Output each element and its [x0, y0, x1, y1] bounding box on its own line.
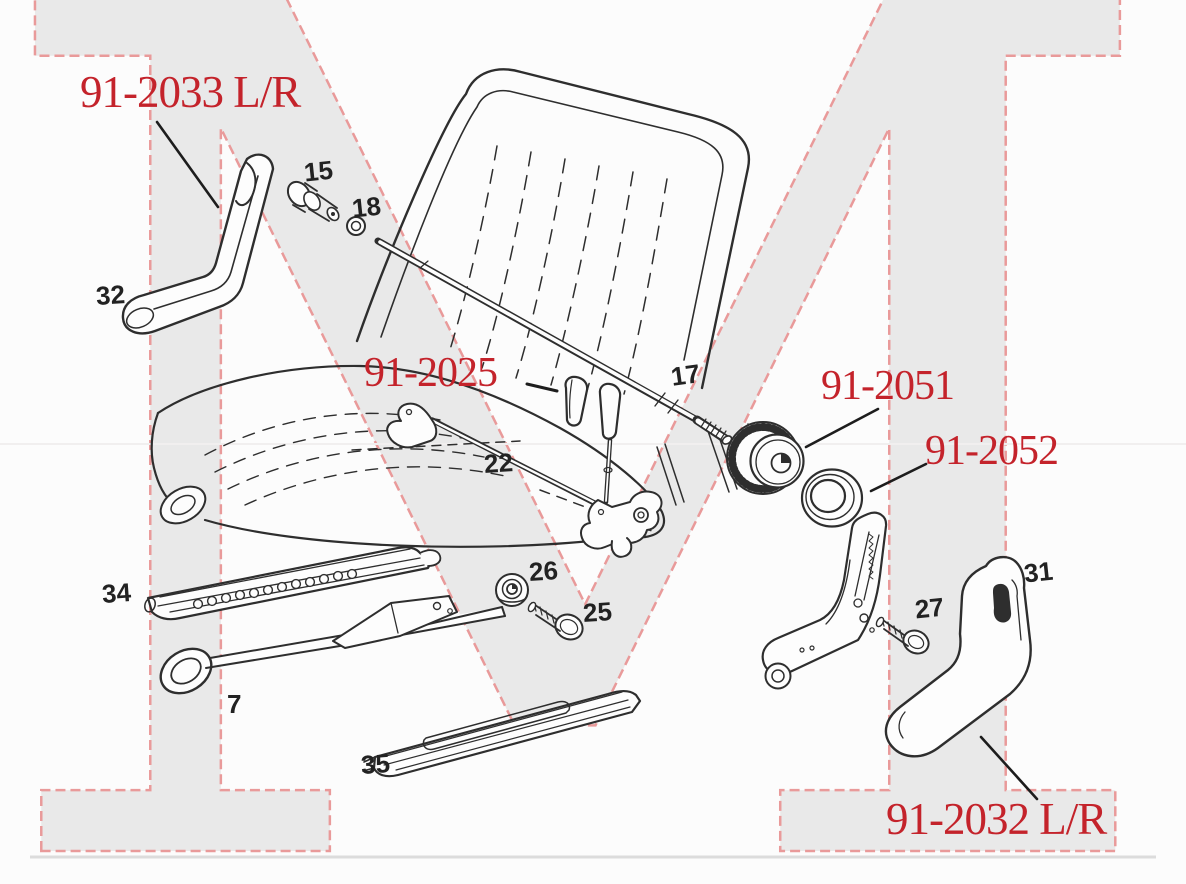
grommet-26-drawing: [495, 573, 529, 607]
item-number-18: 18: [350, 190, 383, 224]
cushion-front-loop: [159, 485, 207, 525]
bezel-ring-91-2052-drawing: [800, 468, 864, 528]
leader-91-2033: [155, 120, 220, 209]
part-ref-label-91-2032: 91-2032 L/R: [886, 794, 1107, 844]
part-ref-label-91-2051: 91-2051: [821, 363, 955, 409]
bracket-32-drawing: [121, 153, 275, 335]
pivot-pin-15-drawing: [286, 180, 340, 222]
item-number-35: 35: [359, 748, 391, 780]
leader-lines: [155, 120, 1039, 801]
item-number-26: 26: [527, 555, 559, 587]
recliner-quadrant-bracket-drawing: [761, 511, 888, 690]
seat-backrest-drawing: [355, 68, 751, 395]
item-number-27: 27: [913, 591, 946, 625]
leader-91-2032: [979, 735, 1039, 801]
item-number-17: 17: [669, 358, 702, 392]
item-number-25: 25: [581, 596, 613, 628]
item-number-31: 31: [1022, 555, 1055, 589]
knurled-knob-91-2051-drawing: [726, 421, 805, 495]
leader-91-2052: [869, 462, 928, 493]
adjuster-lever-drawing: [598, 382, 622, 505]
part-ref-label-91-2033: 91-2033 L/R: [80, 67, 301, 117]
item-number-15: 15: [302, 154, 335, 188]
rod-17-drawing: [374, 237, 733, 445]
leader-91-2025: [525, 382, 559, 393]
washer-18-drawing: [346, 216, 366, 236]
screw-27-drawing: [875, 616, 930, 655]
part-ref-label-91-2052: 91-2052: [925, 428, 1059, 474]
item-number-32: 32: [94, 279, 126, 311]
item-number-7: 7: [227, 689, 242, 719]
screw-25-drawing: [527, 601, 584, 641]
item-number-22: 22: [482, 447, 514, 479]
leader-91-2051: [804, 407, 880, 449]
knob-91-2025-drawing: [564, 375, 589, 427]
backrest-stitch-lines: [447, 145, 668, 395]
seat-rail-35-drawing: [362, 690, 642, 778]
rod-22-drawing: [386, 402, 663, 558]
part-ref-label-91-2025: 91-2025: [364, 350, 498, 396]
item-number-34: 34: [100, 577, 132, 609]
bracket-31-drawing: [884, 555, 1032, 758]
release-lever-7-drawing: [159, 595, 506, 695]
rod-threaded-tip: [692, 415, 733, 445]
rail-34-scallops: [192, 568, 358, 610]
seat-rail-34-drawing: [144, 546, 442, 621]
